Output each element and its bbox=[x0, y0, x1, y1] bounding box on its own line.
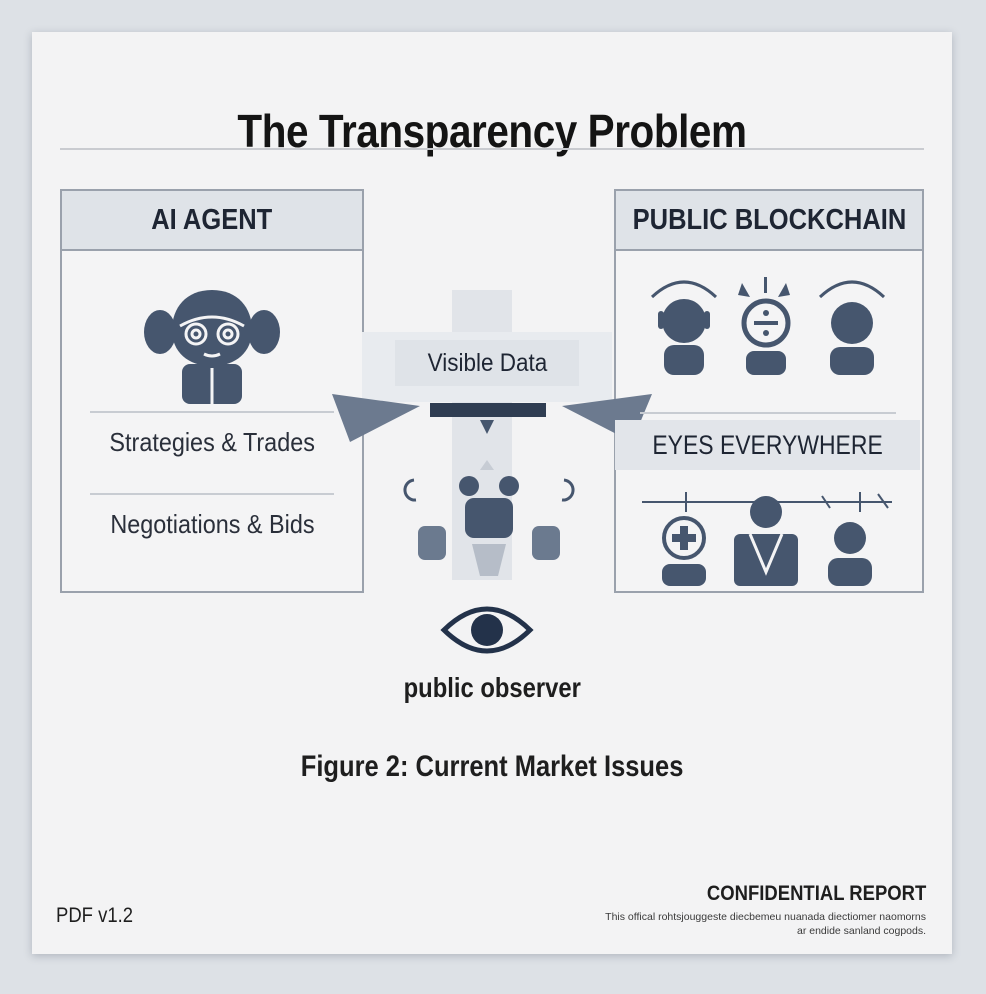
left-rotate-icon bbox=[405, 480, 416, 500]
figure-caption: Figure 2: Current Market Issues bbox=[32, 750, 952, 784]
alert-person-icon bbox=[738, 277, 790, 375]
medic-person-icon bbox=[662, 518, 706, 586]
confidential-title: CONFIDENTIAL REPORT bbox=[677, 882, 926, 906]
version-label: PDF v1.2 bbox=[56, 904, 144, 928]
visible-data-bar bbox=[430, 403, 546, 417]
speaker-person-icon bbox=[734, 496, 798, 586]
right-divider bbox=[640, 412, 896, 414]
eyes-everywhere-label: EYES EVERYWHERE bbox=[615, 420, 920, 470]
right-rotate-icon bbox=[562, 480, 573, 500]
blockchain-person-icon bbox=[828, 522, 872, 586]
confidential-note: This offical rohtsjouggeste diecbemeu nu… bbox=[596, 910, 926, 938]
report-page: The Transparency Problem AI AGENT Stra bbox=[32, 32, 952, 954]
headset-person-icon bbox=[652, 282, 716, 375]
person-icon bbox=[820, 282, 884, 375]
observers-bottom-row bbox=[614, 472, 920, 592]
eye-icon bbox=[444, 609, 530, 651]
public-observer-label: public observer bbox=[32, 672, 952, 704]
visible-data-label: Visible Data bbox=[395, 340, 579, 386]
observers-top-row bbox=[614, 247, 920, 407]
